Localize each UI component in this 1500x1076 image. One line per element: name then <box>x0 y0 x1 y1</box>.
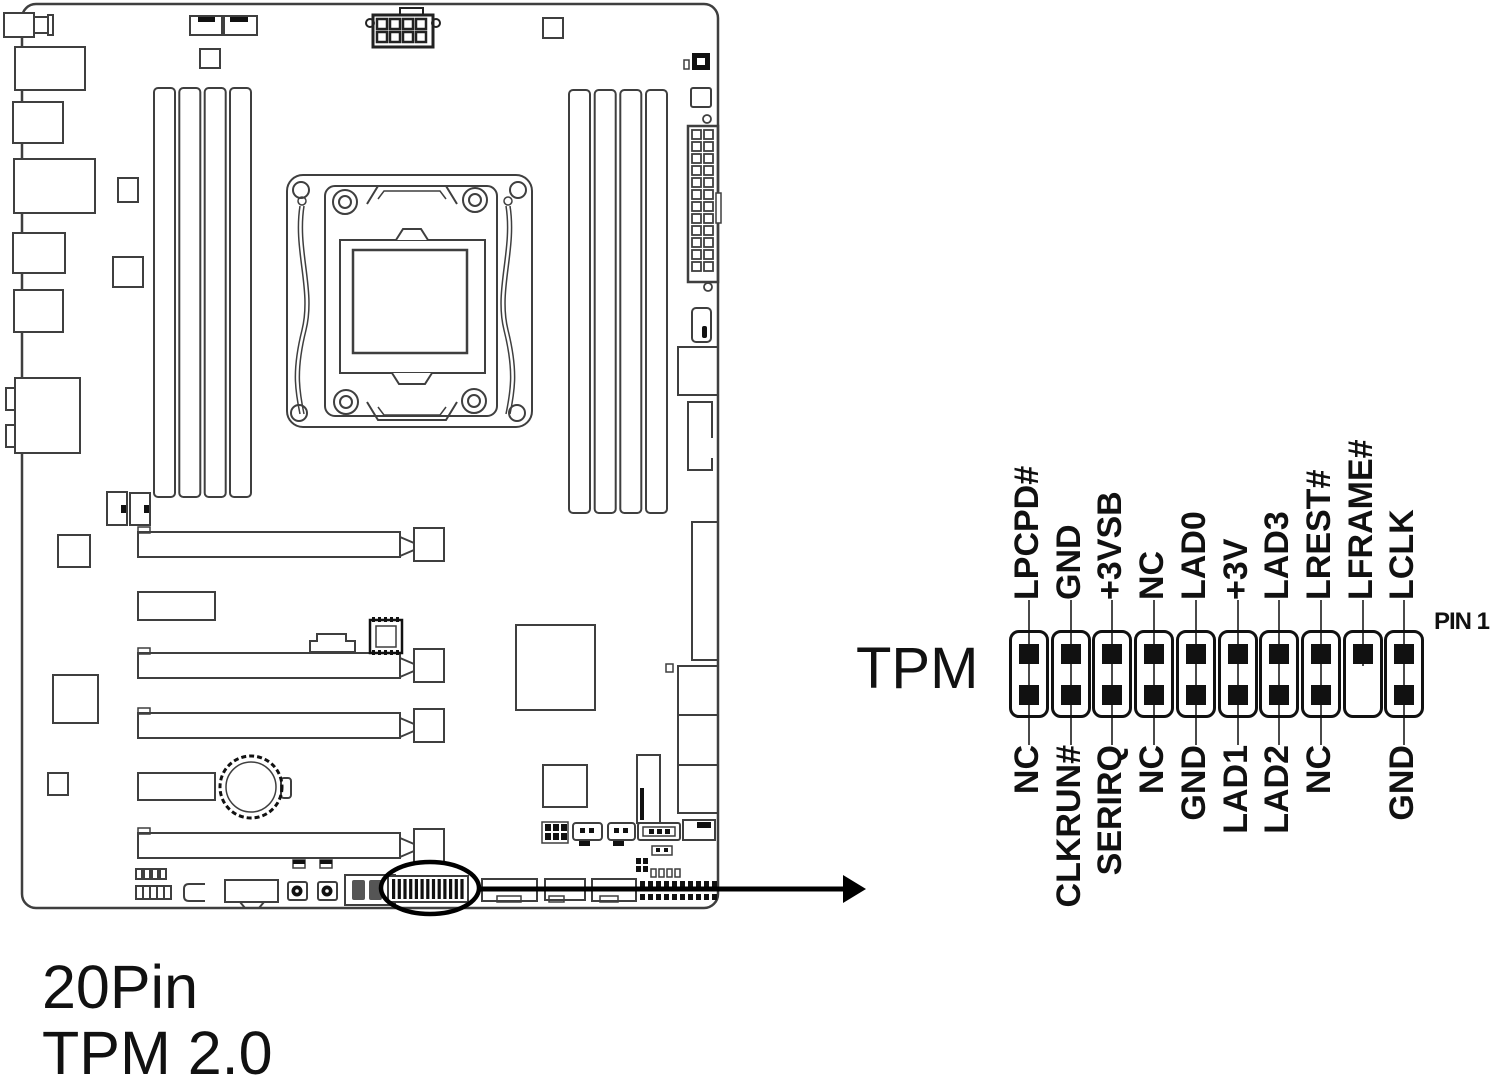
cpu <box>351 248 469 355</box>
onboard-buttons <box>287 859 338 901</box>
pin-bottom-6 <box>1227 685 1248 705</box>
right-top-components <box>683 53 712 108</box>
pin-column-line <box>1236 600 1239 745</box>
tpm-header-on-board <box>387 875 469 903</box>
pin-label-top-4: NC <box>1133 550 1172 600</box>
pin-label-bottom-4: NC <box>1133 745 1172 795</box>
pin-pair-block <box>1050 630 1091 718</box>
pin-pair-block <box>1259 630 1300 718</box>
pin-top-5 <box>1185 644 1206 664</box>
pin-column-line <box>1319 600 1322 745</box>
pin-bottom-7 <box>1269 685 1290 705</box>
pin-label-bottom-10: GND <box>1383 745 1422 821</box>
pin-top-8 <box>1310 644 1331 664</box>
pin-label-bottom-1: NC <box>1008 745 1046 795</box>
mid-board-connectors <box>309 617 404 655</box>
pin-top-4 <box>1144 644 1165 664</box>
fan-header <box>542 17 564 39</box>
pin-pair-block <box>1092 630 1133 718</box>
pin-pair-block <box>1009 630 1049 718</box>
pin-label-top-2: GND <box>1049 524 1088 600</box>
pcie-x16-slots <box>137 526 445 863</box>
socket-retention-arms <box>294 196 516 415</box>
pin-top-3 <box>1102 644 1123 664</box>
pin-pair-block <box>1384 630 1425 718</box>
pin-label-bottom-6: LAD1 <box>1216 745 1255 834</box>
pin-column-line <box>1153 600 1156 745</box>
pin-top-6 <box>1227 644 1248 664</box>
pin-pair-block <box>1175 630 1216 718</box>
pcie-x1-slots <box>137 591 216 801</box>
pin-column-line <box>1111 600 1114 745</box>
pin-label-top-8: LREST# <box>1299 469 1338 600</box>
pin-label-top-10: LCLK <box>1383 509 1422 600</box>
pin1-label: PIN 1 <box>1434 608 1490 635</box>
pin-label-bottom-8: NC <box>1299 745 1338 795</box>
callout-arrowhead-icon <box>843 875 866 903</box>
front-panel-headers <box>541 819 717 900</box>
rear-io-ports <box>5 46 96 454</box>
cmos-battery <box>218 754 292 820</box>
pin-top-7 <box>1269 644 1290 664</box>
pin-top-9 <box>1352 644 1373 664</box>
fan-headers-below-ram <box>106 491 151 526</box>
pin-bottom-8 <box>1310 685 1331 705</box>
pin-label-bottom-7: LAD2 <box>1258 745 1297 834</box>
chipset <box>515 624 596 711</box>
motherboard-outline <box>20 2 720 910</box>
pin-bottom-4 <box>1144 685 1165 705</box>
right-edge-components <box>665 307 719 814</box>
eps-power-connector <box>365 7 441 49</box>
pin-label-bottom-2: CLKRUN# <box>1049 745 1088 908</box>
pin-label-top-6: +3V <box>1216 538 1255 600</box>
pin-pair-block <box>1134 630 1175 718</box>
pin-column-line <box>1278 600 1281 745</box>
sata-ports <box>677 665 719 814</box>
small-ic-chips <box>47 177 144 796</box>
tpm-connector-label: TPM <box>856 636 979 701</box>
pin-top-10 <box>1394 644 1415 664</box>
pin-top-2 <box>1060 644 1081 664</box>
pin-pair-block <box>1300 630 1341 718</box>
pin-bottom-5 <box>1185 685 1206 705</box>
atx-power-connector <box>686 114 722 292</box>
pin-bottom-1 <box>1019 685 1039 705</box>
top-usb-headers <box>189 15 258 69</box>
pin-label-top-7: LAD3 <box>1258 511 1297 600</box>
caption-line2: TPM 2.0 <box>42 1019 273 1076</box>
pin-pair-block <box>1217 630 1258 718</box>
pin-label-top-1: LPCPD# <box>1008 465 1046 600</box>
system-panel-pin-row <box>640 881 717 900</box>
pin-bottom-2 <box>1060 685 1081 705</box>
rear-io-ps2-stack <box>3 12 54 38</box>
pin-column-line <box>1403 600 1406 745</box>
pin-column-line <box>1194 600 1197 745</box>
pin-column-line <box>1069 600 1072 745</box>
ram-slots <box>153 87 668 514</box>
pin-column-line <box>1028 600 1030 745</box>
motherboard-diagram <box>3 2 866 917</box>
pin-column-line <box>1361 600 1364 666</box>
small-chip <box>542 764 588 808</box>
pin-label-bottom-3: SERIRQ <box>1091 745 1130 876</box>
pin-label-top-3: +3VSB <box>1091 491 1130 600</box>
cpu-socket <box>286 174 533 428</box>
pin-label-bottom-5: GND <box>1174 745 1213 821</box>
bottom-left-headers <box>135 868 279 909</box>
caption-line1: 20Pin <box>42 953 199 1021</box>
pin-top-1 <box>1019 644 1039 664</box>
pin-pair-block <box>1342 630 1383 718</box>
pin-bottom-3 <box>1102 685 1123 705</box>
pin-label-top-5: LAD0 <box>1174 511 1213 600</box>
pin-bottom-10 <box>1394 685 1415 705</box>
pin-label-top-9: LFRAME# <box>1341 439 1380 600</box>
